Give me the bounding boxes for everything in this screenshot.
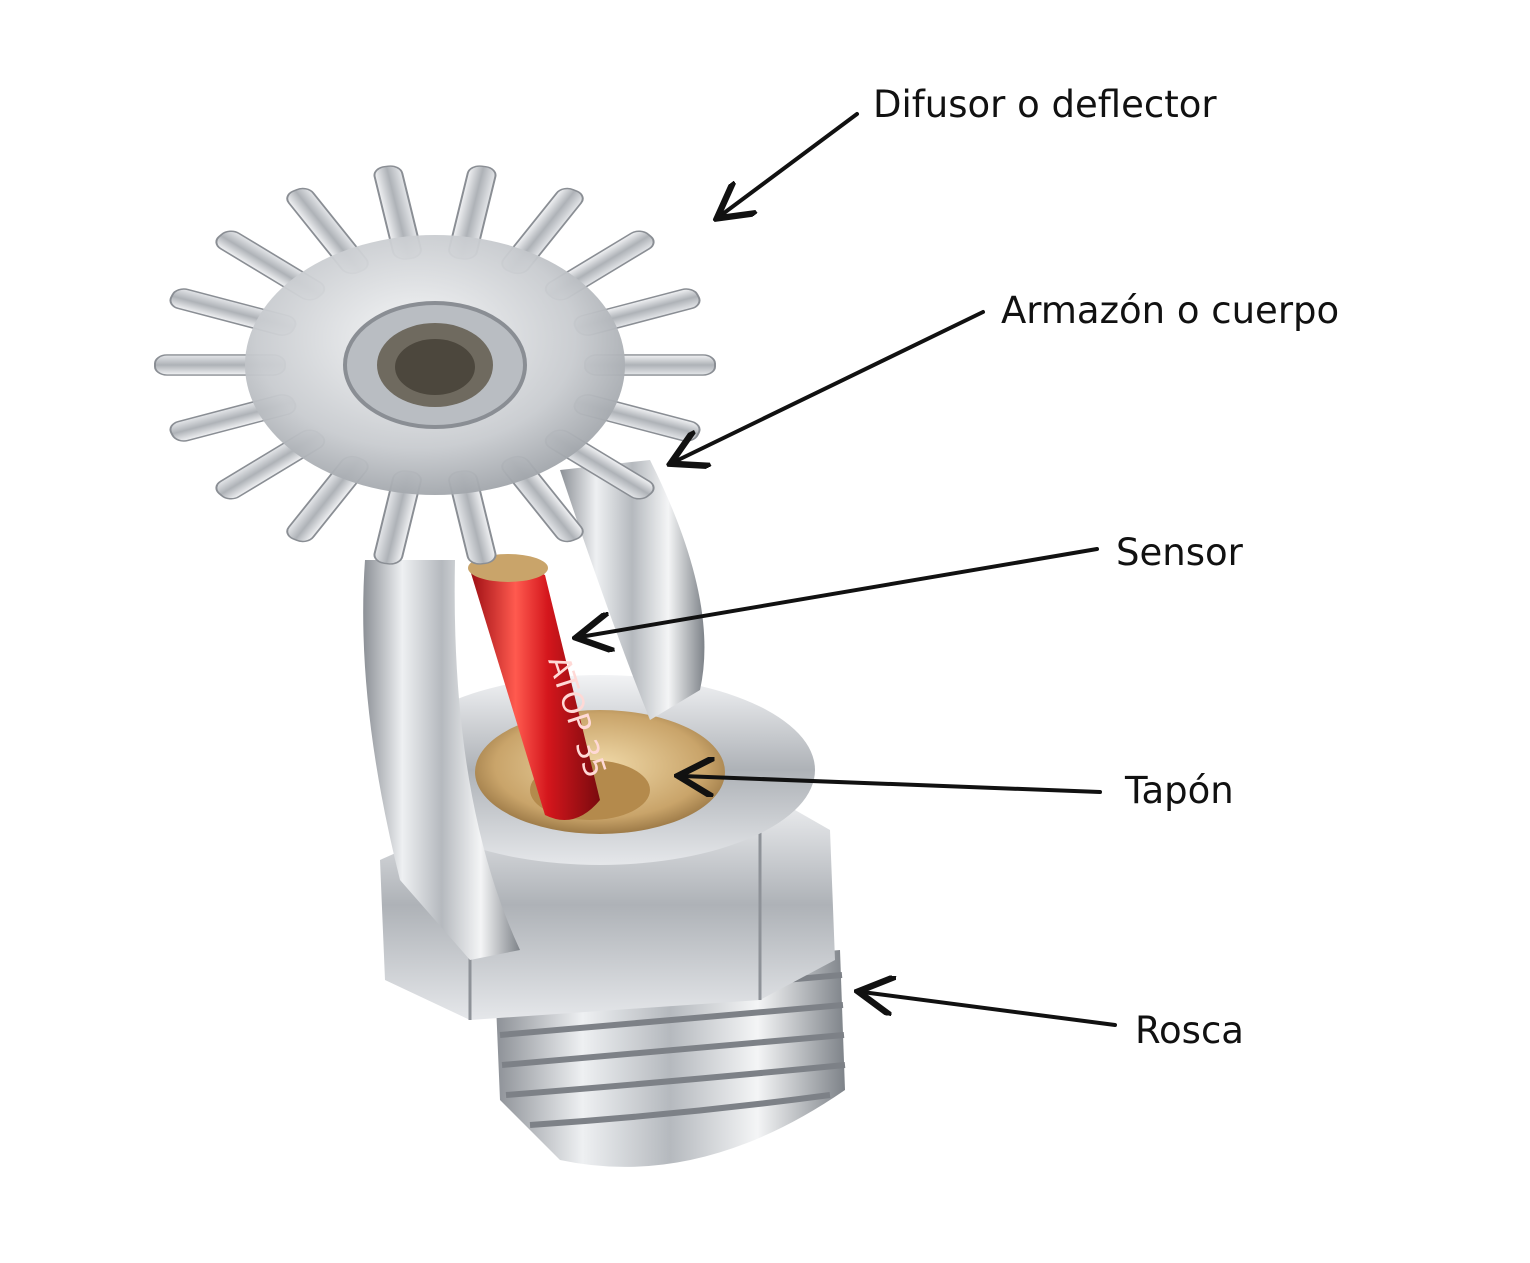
leader-arrows [580,112,1117,1027]
label-sensor: Sensor [1116,531,1243,574]
frame-arms [363,460,705,960]
arrow-deflector [720,112,859,216]
arrow-thread [862,992,1117,1027]
arrow-plug [682,776,1102,792]
label-frame: Armazón o cuerpo [1001,289,1340,332]
arrow-sensor [580,547,1099,637]
arrow-frame [674,310,985,462]
label-thread: Rosca [1135,1009,1244,1052]
label-plug: Tapón [1125,769,1234,812]
label-deflector: Difusor o deflector [873,83,1217,126]
deflector-plate [154,165,716,565]
